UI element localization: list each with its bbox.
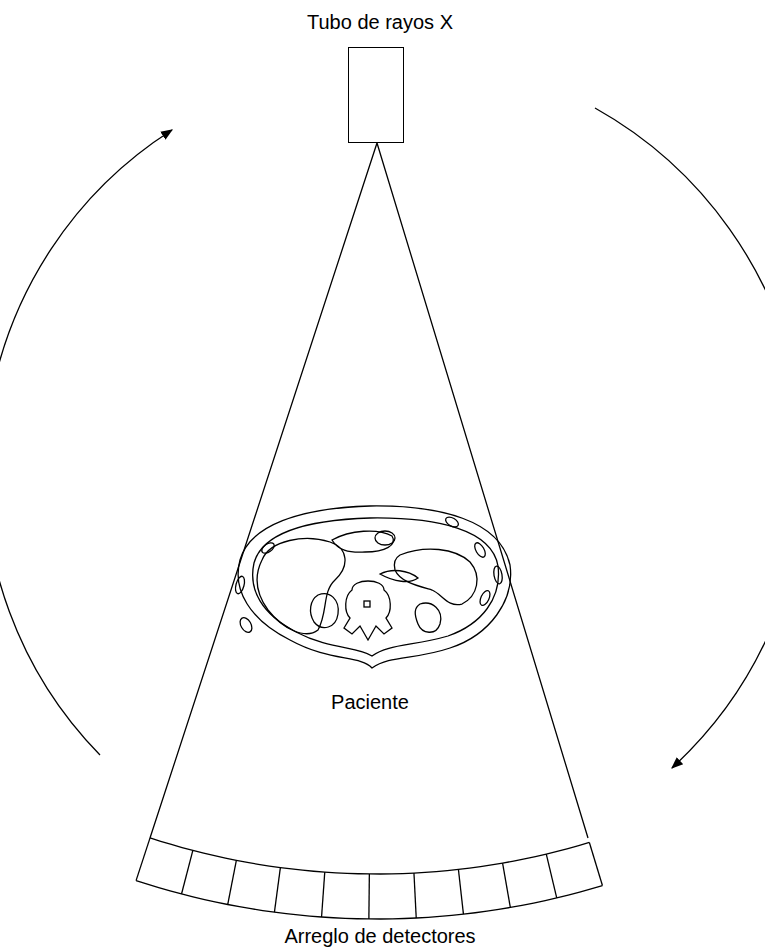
node-label: Tubo de rayos X <box>290 10 470 34</box>
tube-housing <box>348 47 404 143</box>
patient-cross-section <box>234 506 511 668</box>
rotation-arrow <box>595 108 765 768</box>
patient-label: Paciente <box>331 690 409 714</box>
detector-array: Arreglo de detectores <box>110 820 650 950</box>
node-label: Arreglo de detectores <box>110 924 650 948</box>
x-ray-fan <box>150 143 588 838</box>
x-ray-tube: Tubo de rayos X <box>290 4 470 144</box>
rotation-arrow <box>0 130 172 755</box>
